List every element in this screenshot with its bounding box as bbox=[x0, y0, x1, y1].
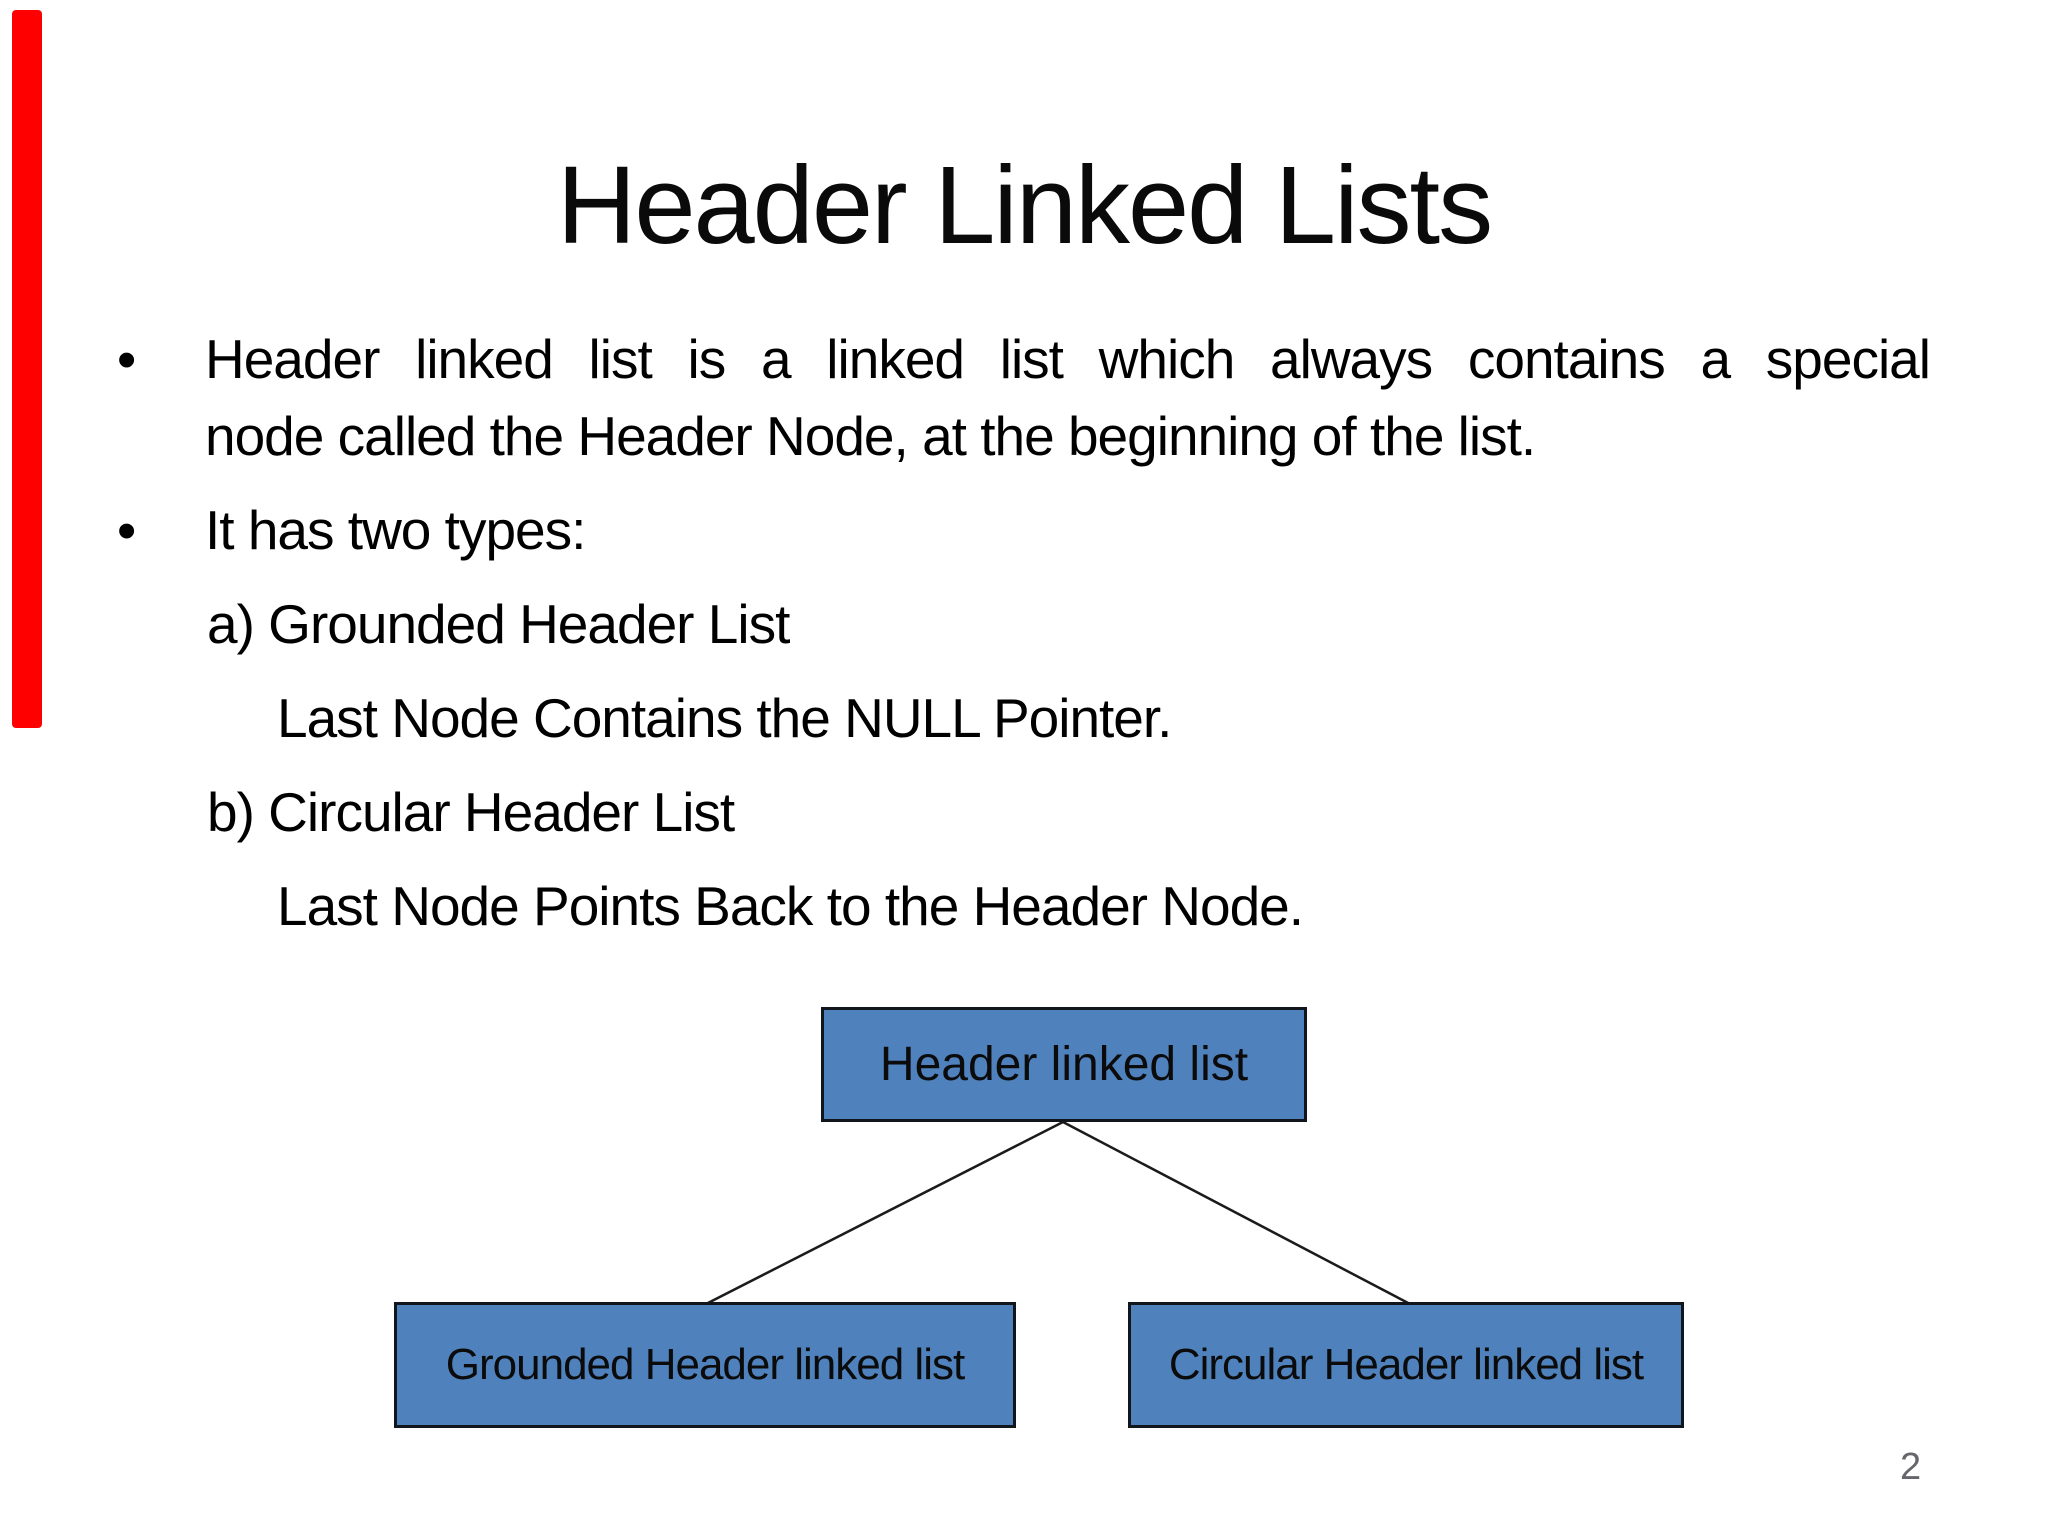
list-item-b: b) Circular Header List bbox=[207, 781, 735, 843]
diagram-box-circular-header-linked-list: Circular Header linked list bbox=[1128, 1302, 1684, 1428]
page-number: 2 bbox=[1900, 1446, 1922, 1488]
connector-line-right bbox=[1062, 1120, 1411, 1306]
diagram-box-header-linked-list: Header linked list bbox=[821, 1007, 1307, 1122]
bullet-item: • Header linked list is a linked list wh… bbox=[117, 321, 1931, 475]
diagram-box-grounded-header-linked-list: Grounded Header linked list bbox=[394, 1302, 1016, 1428]
bullet2-text: It has two types: bbox=[205, 499, 586, 561]
slide-body: • Header linked list is a linked list wh… bbox=[117, 321, 1931, 962]
list-item-a: a) Grounded Header List bbox=[207, 593, 790, 655]
bullet-icon: • bbox=[117, 499, 136, 561]
list-item-a-note: Last Node Contains the NULL Pointer. bbox=[277, 687, 1172, 749]
bullet-icon: • bbox=[117, 328, 136, 390]
bullet-item: • It has two types: bbox=[117, 492, 1930, 569]
bullet1-line1: Header linked list is a linked list whic… bbox=[205, 328, 1931, 390]
scroll-position-indicator[interactable] bbox=[12, 10, 42, 728]
connector-line-left bbox=[705, 1120, 1064, 1306]
bullet1-line2: node called the Header Node, at the begi… bbox=[205, 405, 1536, 467]
page-title: Header Linked Lists bbox=[556, 144, 1493, 267]
list-item-b-note: Last Node Points Back to the Header Node… bbox=[277, 875, 1304, 937]
